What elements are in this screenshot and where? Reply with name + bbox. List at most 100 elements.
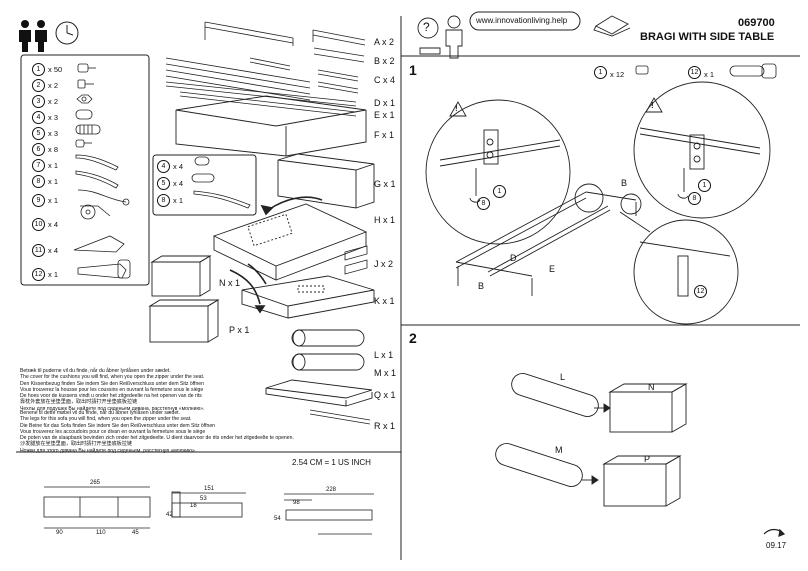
step2-label-l: L <box>560 372 566 382</box>
part-number: 3 <box>32 94 45 108</box>
note-line: Чехлы для подушек Вы найдете под сиденье… <box>20 405 205 412</box>
note-line: Den Kissenbezug finden Sie indem Sie den… <box>20 380 204 387</box>
part-qty: x 1 <box>173 196 184 205</box>
block-g <box>277 153 375 209</box>
part-qty: x 1 <box>48 177 59 187</box>
laptop-icon <box>593 15 631 37</box>
unit-conversion: 2.54 CM = 1 US INCH <box>292 458 371 467</box>
note-line: Benene til dette møbel vil du finde, når… <box>20 410 180 416</box>
part-number: 1 <box>32 62 45 76</box>
label-n: N x 1 <box>219 278 241 288</box>
note-line: De hoes voor de kussens vindt u onder he… <box>20 393 202 400</box>
dim-side-b: 18 <box>190 503 197 509</box>
dim-drawing-front <box>43 486 151 529</box>
block-f <box>175 95 367 157</box>
note-line: Vous trouverez les accoudoirs pour ce di… <box>20 428 206 435</box>
note-line: Betræk til puderne vil du finde, når du … <box>20 368 171 374</box>
dim-front-a: 90 <box>56 530 63 536</box>
note-line: Ножки для этого дивана Вы найдете под си… <box>20 447 197 454</box>
step1-circle-right <box>633 81 771 219</box>
url-box <box>469 11 581 31</box>
dim-bed-a: 98 <box>293 500 300 506</box>
part-number: 7 <box>32 159 45 173</box>
step2-label-n: N <box>648 382 655 392</box>
label-a: A x 2 <box>374 37 395 47</box>
step1-circle-left <box>425 99 571 245</box>
block-k <box>241 275 375 319</box>
part-number: 4 <box>32 110 45 124</box>
arrows <box>229 196 323 314</box>
callout-twelve: 12 <box>694 283 710 301</box>
inset-hardware <box>191 156 251 209</box>
part-qty: x 1 <box>704 70 715 79</box>
label-d: D x 1 <box>374 98 396 108</box>
hardware-sketches <box>73 63 131 279</box>
frame-assembly <box>455 183 651 296</box>
cushion-n <box>150 255 212 297</box>
product-code: 069700 <box>738 17 775 29</box>
part-number: 8 <box>32 175 45 189</box>
part-qty: x 1 <box>48 196 59 206</box>
dim-front-b: 110 <box>96 530 106 536</box>
label-e: E x 1 <box>374 110 395 120</box>
part-qty: x 2 <box>48 80 59 90</box>
rails-b <box>165 47 365 101</box>
note-line: Vous trouverez la housse pour les coussi… <box>20 386 204 393</box>
cushion-p <box>148 299 220 343</box>
note-line: The legs for this sofa you will find, wh… <box>20 416 192 423</box>
part-qty: x 4 <box>173 179 184 188</box>
part-qty: x 8 <box>48 145 59 155</box>
step2-label-p: P <box>644 454 651 464</box>
note-line: 靠枕外套放在坐垫里面，取出时請打开坐垫底板拉链 <box>20 399 138 406</box>
warning-icon-right: ! <box>651 101 654 110</box>
note-line: The cover for the cushions you will find… <box>20 374 205 381</box>
dim-front-c: 45 <box>132 530 139 536</box>
side-table-q <box>265 379 373 407</box>
part-qty: x 1 <box>48 270 59 280</box>
inset-parts-box <box>152 154 257 216</box>
label-h: H x 1 <box>374 215 396 225</box>
part-number: 6 <box>32 143 45 157</box>
step2-label-m: M <box>555 445 563 455</box>
label-j: J x 2 <box>374 259 394 269</box>
label-g: G x 1 <box>374 179 396 189</box>
dim-drawing-side <box>171 491 246 518</box>
label-r: R x 1 <box>374 421 396 431</box>
note-line: 沙发腿放在坐垫里面，取出时請打开坐垫底板拉链 <box>20 441 133 448</box>
part-number: 12 <box>688 66 701 80</box>
dim-front-total: 265 <box>90 480 101 486</box>
help-url[interactable]: www.innovationliving.help <box>476 16 568 25</box>
step2-block-p <box>602 455 682 507</box>
part-number: 12 <box>32 268 45 282</box>
dim-bed-total: 228 <box>326 487 337 493</box>
dim-side-c: 42 <box>166 512 173 518</box>
part-number: 5 <box>32 126 45 140</box>
part-number: 1 <box>594 66 607 80</box>
step2-bolster-l <box>511 373 611 417</box>
part-qty: x 4 <box>48 220 59 230</box>
part-number: 8 <box>157 194 170 207</box>
callout-b-top: B <box>621 178 628 188</box>
dim-side-a: 53 <box>200 496 207 502</box>
warning-icon-left: ! <box>455 104 458 113</box>
two-persons-icon <box>19 20 47 52</box>
note-line: De poten van de slaapbank bevinden zich … <box>20 435 294 442</box>
label-f: F x 1 <box>374 130 395 140</box>
label-k: K x 1 <box>374 296 395 306</box>
rails-de <box>165 81 357 117</box>
bolster-l <box>291 329 365 347</box>
label-p: P x 1 <box>229 325 250 335</box>
legs-note: Benene til dette møbel vil du finde, når… <box>20 410 294 454</box>
label-m: M x 1 <box>374 368 397 378</box>
